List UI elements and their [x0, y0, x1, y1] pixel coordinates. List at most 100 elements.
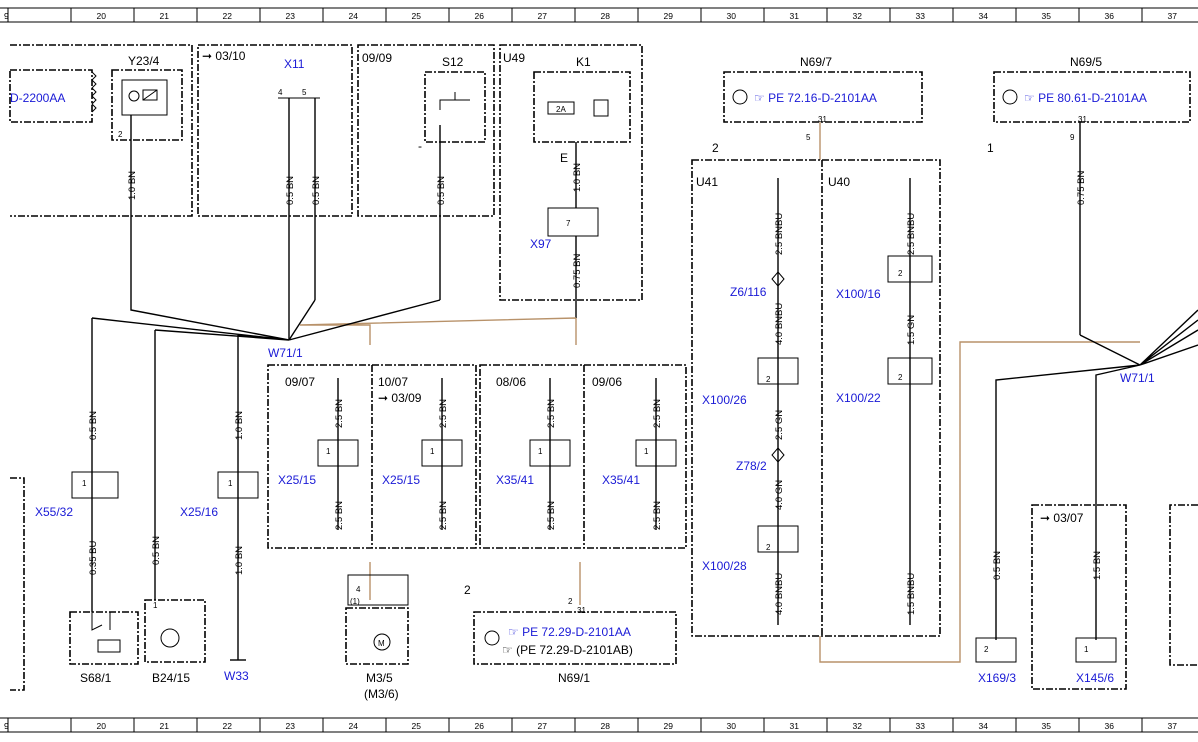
transistor-icon-n69-7: [732, 89, 748, 105]
pin-1-n69-5: 1: [987, 141, 994, 155]
w71-1-right: W71/1: [1120, 371, 1155, 385]
grid-top-cell: 30: [727, 11, 737, 21]
k1-label: K1: [576, 55, 591, 69]
pin-1-x35-41a: 1: [538, 447, 543, 456]
y23-4-box: [111, 69, 183, 141]
pe-72-29b: ☞ (PE 72.29-D-2101AB): [502, 643, 633, 657]
pin-2-x169: 2: [984, 645, 989, 654]
grid-top-cell: 20: [97, 11, 107, 21]
s12-frame: [357, 44, 495, 217]
pin-31-n69-5: 31: [1078, 115, 1087, 124]
motor-m: M: [378, 639, 385, 648]
k1-fuse-icon: [547, 101, 575, 115]
grid-bottom-cell: 27: [538, 721, 548, 731]
s68-1-switch-icon: [91, 612, 111, 631]
n69-7-box: [723, 71, 923, 123]
grid-top-cell: 27: [538, 11, 548, 21]
w33-ref: W33: [224, 669, 249, 683]
right-edge-frame: [1169, 504, 1198, 666]
pin-2-x100-22: 2: [898, 373, 903, 382]
pin-5-n69-7: 5: [806, 133, 811, 142]
k1-box: [533, 71, 631, 143]
pin-1-x25-15a: 1: [326, 447, 331, 456]
tan-wire-u40: [819, 341, 1140, 663]
pin-2-n69-1: 2: [568, 597, 573, 606]
pe-72-29a: ☞ PE 72.29-D-2101AA: [508, 625, 631, 639]
wire-label-u40-b: 1.5 GN: [906, 315, 917, 345]
transistor-icon-n69-1: [484, 630, 500, 646]
pin-1-x25-16: 1: [228, 479, 233, 488]
pin-2-n69-1-top: 2: [464, 583, 471, 597]
wire-label-u41-a: 2.5 BNBU: [774, 213, 785, 255]
wire-label-b24: 0.5 BN: [151, 536, 162, 565]
pin-31-n69-7: 31: [818, 115, 827, 124]
grid-bottom-cell: 37: [1168, 721, 1178, 731]
grid-top-cell: 32: [853, 11, 863, 21]
pin-5-x11: 5: [302, 88, 307, 97]
x169-3-connector: [975, 637, 1017, 663]
wire-label-u40-a: 2.5 BNBU: [906, 213, 917, 255]
grid-bottom-cell: 23: [286, 721, 296, 731]
wire-label-4b: 2.5 BN: [652, 501, 663, 530]
wire-label-x145: 1.5 BN: [1092, 551, 1103, 580]
wire-label-u40-c: 1.5 BNBU: [906, 573, 917, 615]
grid-bottom: [0, 717, 1198, 733]
grid-bottom-cell: 21: [160, 721, 170, 731]
x145-6-connector: [1075, 637, 1117, 663]
s12-minus: -: [418, 139, 422, 153]
pin-9-n69-5: 9: [1070, 133, 1075, 142]
x55-32-ref: X55/32: [35, 505, 73, 519]
wire-label-2t: 2.5 BN: [438, 399, 449, 428]
pin-1-b24: 1: [153, 601, 158, 610]
pin-2-x100-28: 2: [766, 543, 771, 552]
pin-2-x100-26: 2: [766, 375, 771, 384]
y23-4-valve-icon: [121, 79, 168, 116]
k1-relay-icon: [593, 99, 609, 117]
grid-top-cell: 22: [223, 11, 233, 21]
k1-2a: 2A: [556, 105, 566, 114]
x25-16-ref: X25/16: [180, 505, 218, 519]
x25-15b-ref: X25/15: [382, 473, 420, 487]
n69-7-label: N69/7: [800, 55, 832, 69]
wire-label-u41-e: 4.0 BNBU: [774, 573, 785, 615]
pin-1-x35-41b: 1: [644, 447, 649, 456]
wire-label-1-0bn-a: 1.0 BN: [127, 171, 138, 200]
xref-03-09: ➞ 03/09: [378, 391, 422, 405]
xref-10-07: 10/07: [378, 375, 408, 389]
column-4: 1 2.5 BN 2.5 BN X35/41: [602, 378, 677, 530]
grid-bottom-cell: 33: [916, 721, 926, 731]
grid-top-cell: 33: [916, 11, 926, 21]
x100-22-ref: X100/22: [836, 391, 881, 405]
column-2: 1 2.5 BN 2.5 BN X25/15: [382, 378, 463, 530]
pin-1-x145: 1: [1084, 645, 1089, 654]
z78-2-ref: Z78/2: [736, 459, 767, 473]
b24-sensor-icon: [160, 628, 180, 648]
x100-26-ref: X100/26: [702, 393, 747, 407]
wire-label-n69-5: 0.75 BN: [1076, 171, 1087, 205]
grid-bottom-cell: 28: [601, 721, 611, 731]
grid-bottom-cell: 34: [979, 721, 989, 731]
wire-label-x11-a: 0.5 BN: [285, 176, 296, 205]
harness-converge-left: [91, 299, 441, 341]
motor-icon: [373, 633, 391, 651]
transistor-icon-n69-5: [1002, 89, 1018, 105]
wire-label-4t: 2.5 BN: [652, 399, 663, 428]
grid-top-cell: 37: [1168, 11, 1178, 21]
grid-top-cell: 35: [1042, 11, 1052, 21]
u40-chain: 2.5 BNBU 2 X100/16 1.5 GN 2 X100/22 1.5 …: [836, 178, 933, 625]
xref-03-10: ➞ 03/10: [202, 49, 246, 63]
s68-1-box: [69, 611, 139, 665]
x25-15-block: [267, 364, 477, 549]
x35-41b-ref: X35/41: [602, 473, 640, 487]
pin-31-n69-1: 31: [577, 606, 586, 615]
s68-1-label: S68/1: [80, 671, 112, 685]
x145-6-ref: X145/6: [1076, 671, 1114, 685]
xref-08-06: 08/06: [496, 375, 526, 389]
s12-box: [424, 71, 486, 143]
wire-label-x97: 0.75 BN: [572, 254, 583, 288]
grid-bottom-cell: 36: [1105, 721, 1115, 731]
grid-bottom-cell: 9: [4, 721, 9, 731]
x11-frame: [197, 44, 353, 217]
s12-switch-icon: [439, 92, 470, 110]
